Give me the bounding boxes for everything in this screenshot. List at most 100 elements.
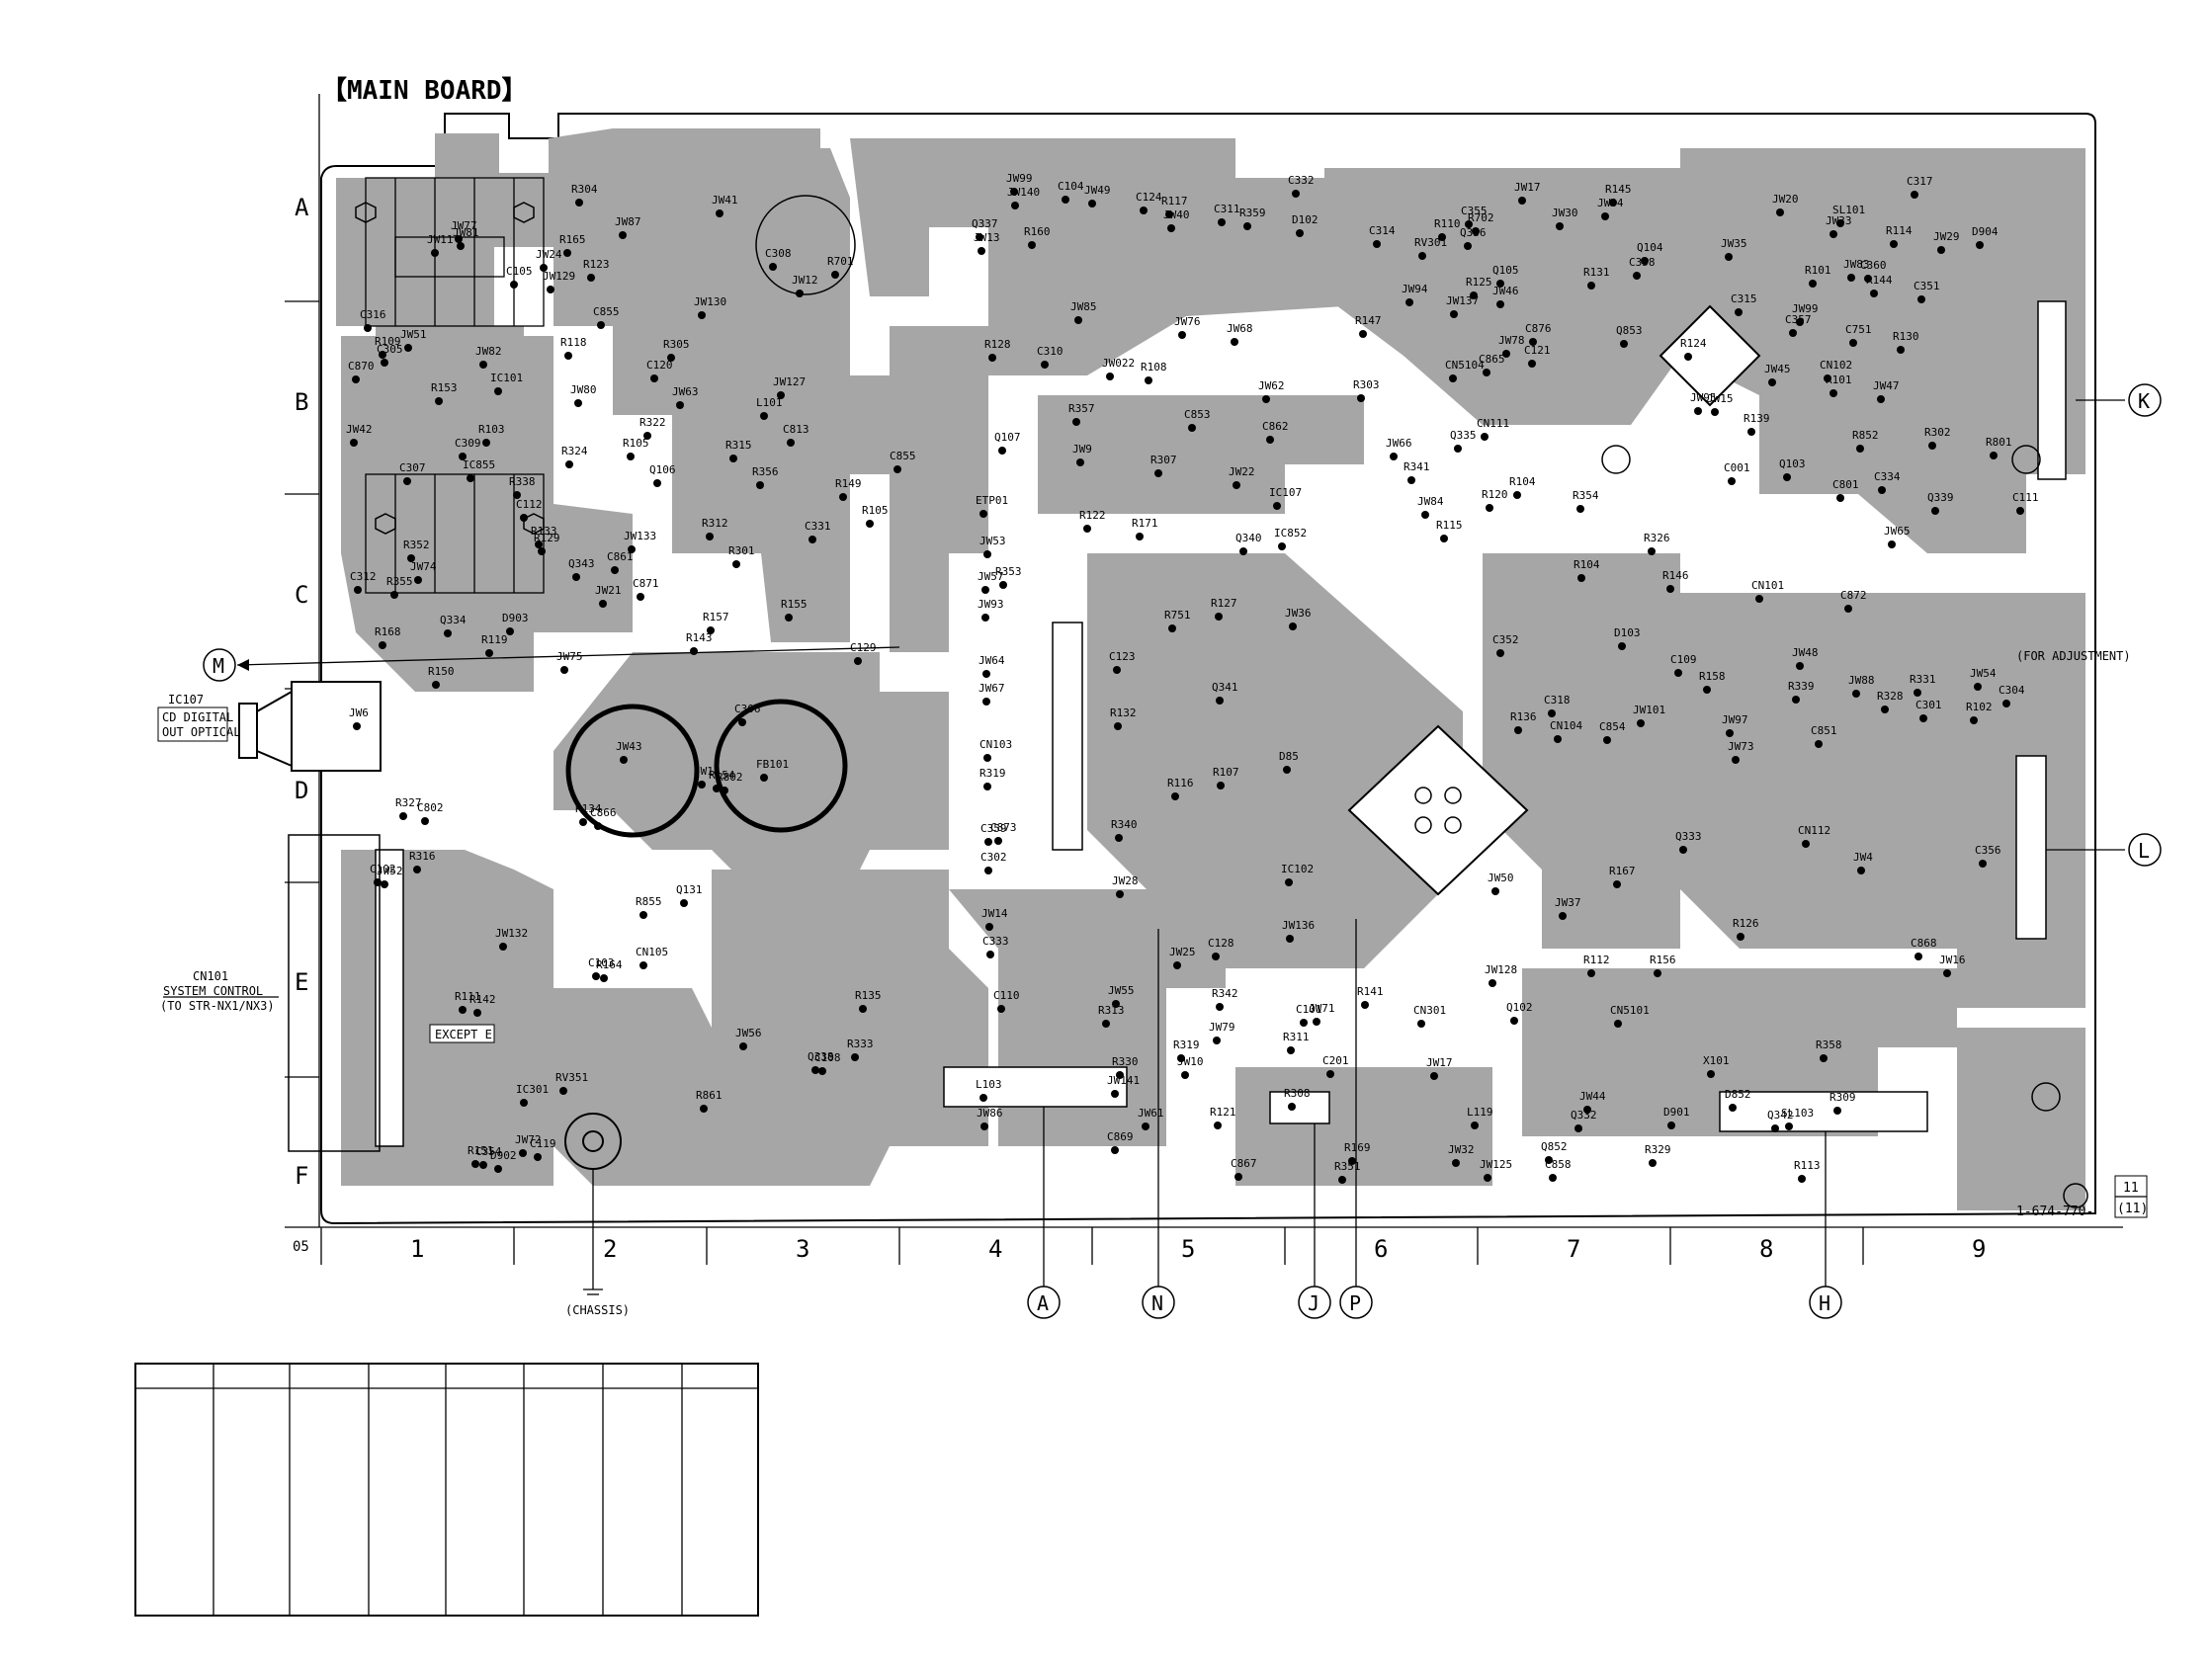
solder-pad [597,321,605,329]
cn103-header [1269,1091,1330,1124]
component-ref-r127: R127 [1211,597,1237,610]
solder-pad [639,961,647,969]
board-revision-bottom: (11) [2117,1202,2148,1216]
solder-pad [1614,1020,1622,1028]
solder-pad [499,943,507,951]
component-ref-jw37: JW37 [1555,896,1581,909]
component-ref-c870: C870 [348,360,375,373]
row-label-f: F [295,1162,308,1190]
solder-pad [381,880,388,888]
solder-pad [1529,338,1537,346]
solder-pad [1974,683,1982,691]
component-ref-c128: C128 [1208,937,1234,950]
component-ref-jw85: JW85 [1070,300,1097,313]
component-ref-r339: R339 [1788,680,1815,693]
component-ref-r303: R303 [1353,378,1380,391]
component-ref-r146: R146 [1662,569,1689,582]
component-ref-cn5104: CN5104 [1445,359,1485,372]
component-ref-c869: C869 [1107,1130,1134,1143]
solder-pad [520,1099,528,1107]
component-ref-jw52: JW52 [377,865,403,877]
cn101-housing [288,834,381,1152]
solder-pad [1768,378,1776,386]
component-ref-c331: C331 [805,520,831,533]
solder-pad [1576,505,1584,513]
component-ref-q104: Q104 [1637,241,1663,254]
cn101-note-line2: SYSTEM CONTROL [163,984,263,998]
component-ref-c357: C357 [1785,313,1812,326]
solder-pad [1116,890,1124,898]
solder-pad [1292,190,1300,198]
solder-pad [1173,961,1181,969]
solder-pad [986,951,994,958]
component-ref-jw17: JW17 [1426,1056,1453,1069]
solder-pad [350,439,358,447]
component-ref-c314: C314 [1369,224,1396,237]
solder-pad [1028,241,1036,249]
solder-pad [1266,436,1274,444]
solder-pad [1849,339,1857,347]
component-ref-fb101: FB101 [756,758,789,771]
solder-pad [510,281,518,289]
solder-pad [1649,1159,1657,1167]
solder-pad [1496,300,1504,308]
component-ref-d902: D902 [490,1149,517,1162]
solder-pad [839,493,847,501]
solder-pad [893,465,901,473]
solder-pad [1289,623,1297,630]
solder-pad [1472,227,1480,235]
component-ref-jw82: JW82 [475,345,502,358]
component-ref-r326: R326 [1644,532,1670,544]
component-ref-jw86: JW86 [977,1107,1003,1120]
solder-pad [379,351,386,359]
solder-pad [538,547,546,555]
component-ref-c315: C315 [1731,292,1757,305]
solder-pad [1114,722,1122,730]
solder-pad [1287,1046,1295,1054]
solder-pad [1836,219,1844,227]
solder-pad [1491,887,1499,895]
component-ref-c332: C332 [1288,174,1315,187]
component-ref-r115: R115 [1436,519,1463,532]
solder-pad [1167,224,1175,232]
solder-pad [981,586,989,594]
component-ref-r131: R131 [1583,266,1610,279]
solder-pad [1177,1054,1185,1062]
component-ref-jw132: JW132 [495,927,528,940]
component-ref-cn111: CN111 [1477,417,1509,430]
component-ref-jw93: JW93 [978,598,1004,611]
solder-pad [534,1153,542,1161]
solder-pad [796,290,804,297]
solder-pad [811,1066,819,1074]
component-ref-jw130: JW130 [694,295,726,308]
solder-pad [650,374,658,382]
component-ref-jw140: JW140 [1007,186,1040,199]
component-ref-r139: R139 [1744,412,1770,425]
solder-pad [1970,716,1978,724]
solder-pad [1609,199,1617,207]
solder-pad [808,536,816,543]
component-ref-r150: R150 [428,665,455,678]
component-ref-c121: C121 [1524,344,1551,357]
component-ref-r153: R153 [431,381,458,394]
component-ref-r312: R312 [702,517,728,530]
component-ref-c871: C871 [633,577,659,590]
cn102-header [1052,622,1083,851]
component-ref-jw34: JW34 [1597,197,1624,209]
component-ref-jw17: JW17 [1514,181,1541,194]
connector-callout-m: M [203,646,900,682]
solder-pad [564,352,572,360]
component-ref-r309: R309 [1829,1091,1856,1104]
solder-pad [1732,756,1740,764]
solder-pad [1102,1020,1110,1028]
solder-pad [653,479,661,487]
solder-pad [676,401,684,409]
solder-pad [1881,706,1889,713]
component-ref-r123: R123 [583,258,610,271]
solder-pad [1917,295,1925,303]
solder-pad [1648,547,1656,555]
solder-pad [643,432,651,440]
component-ref-r701: R701 [827,255,854,268]
solder-pad [1074,316,1082,324]
component-ref-r352: R352 [403,539,430,551]
